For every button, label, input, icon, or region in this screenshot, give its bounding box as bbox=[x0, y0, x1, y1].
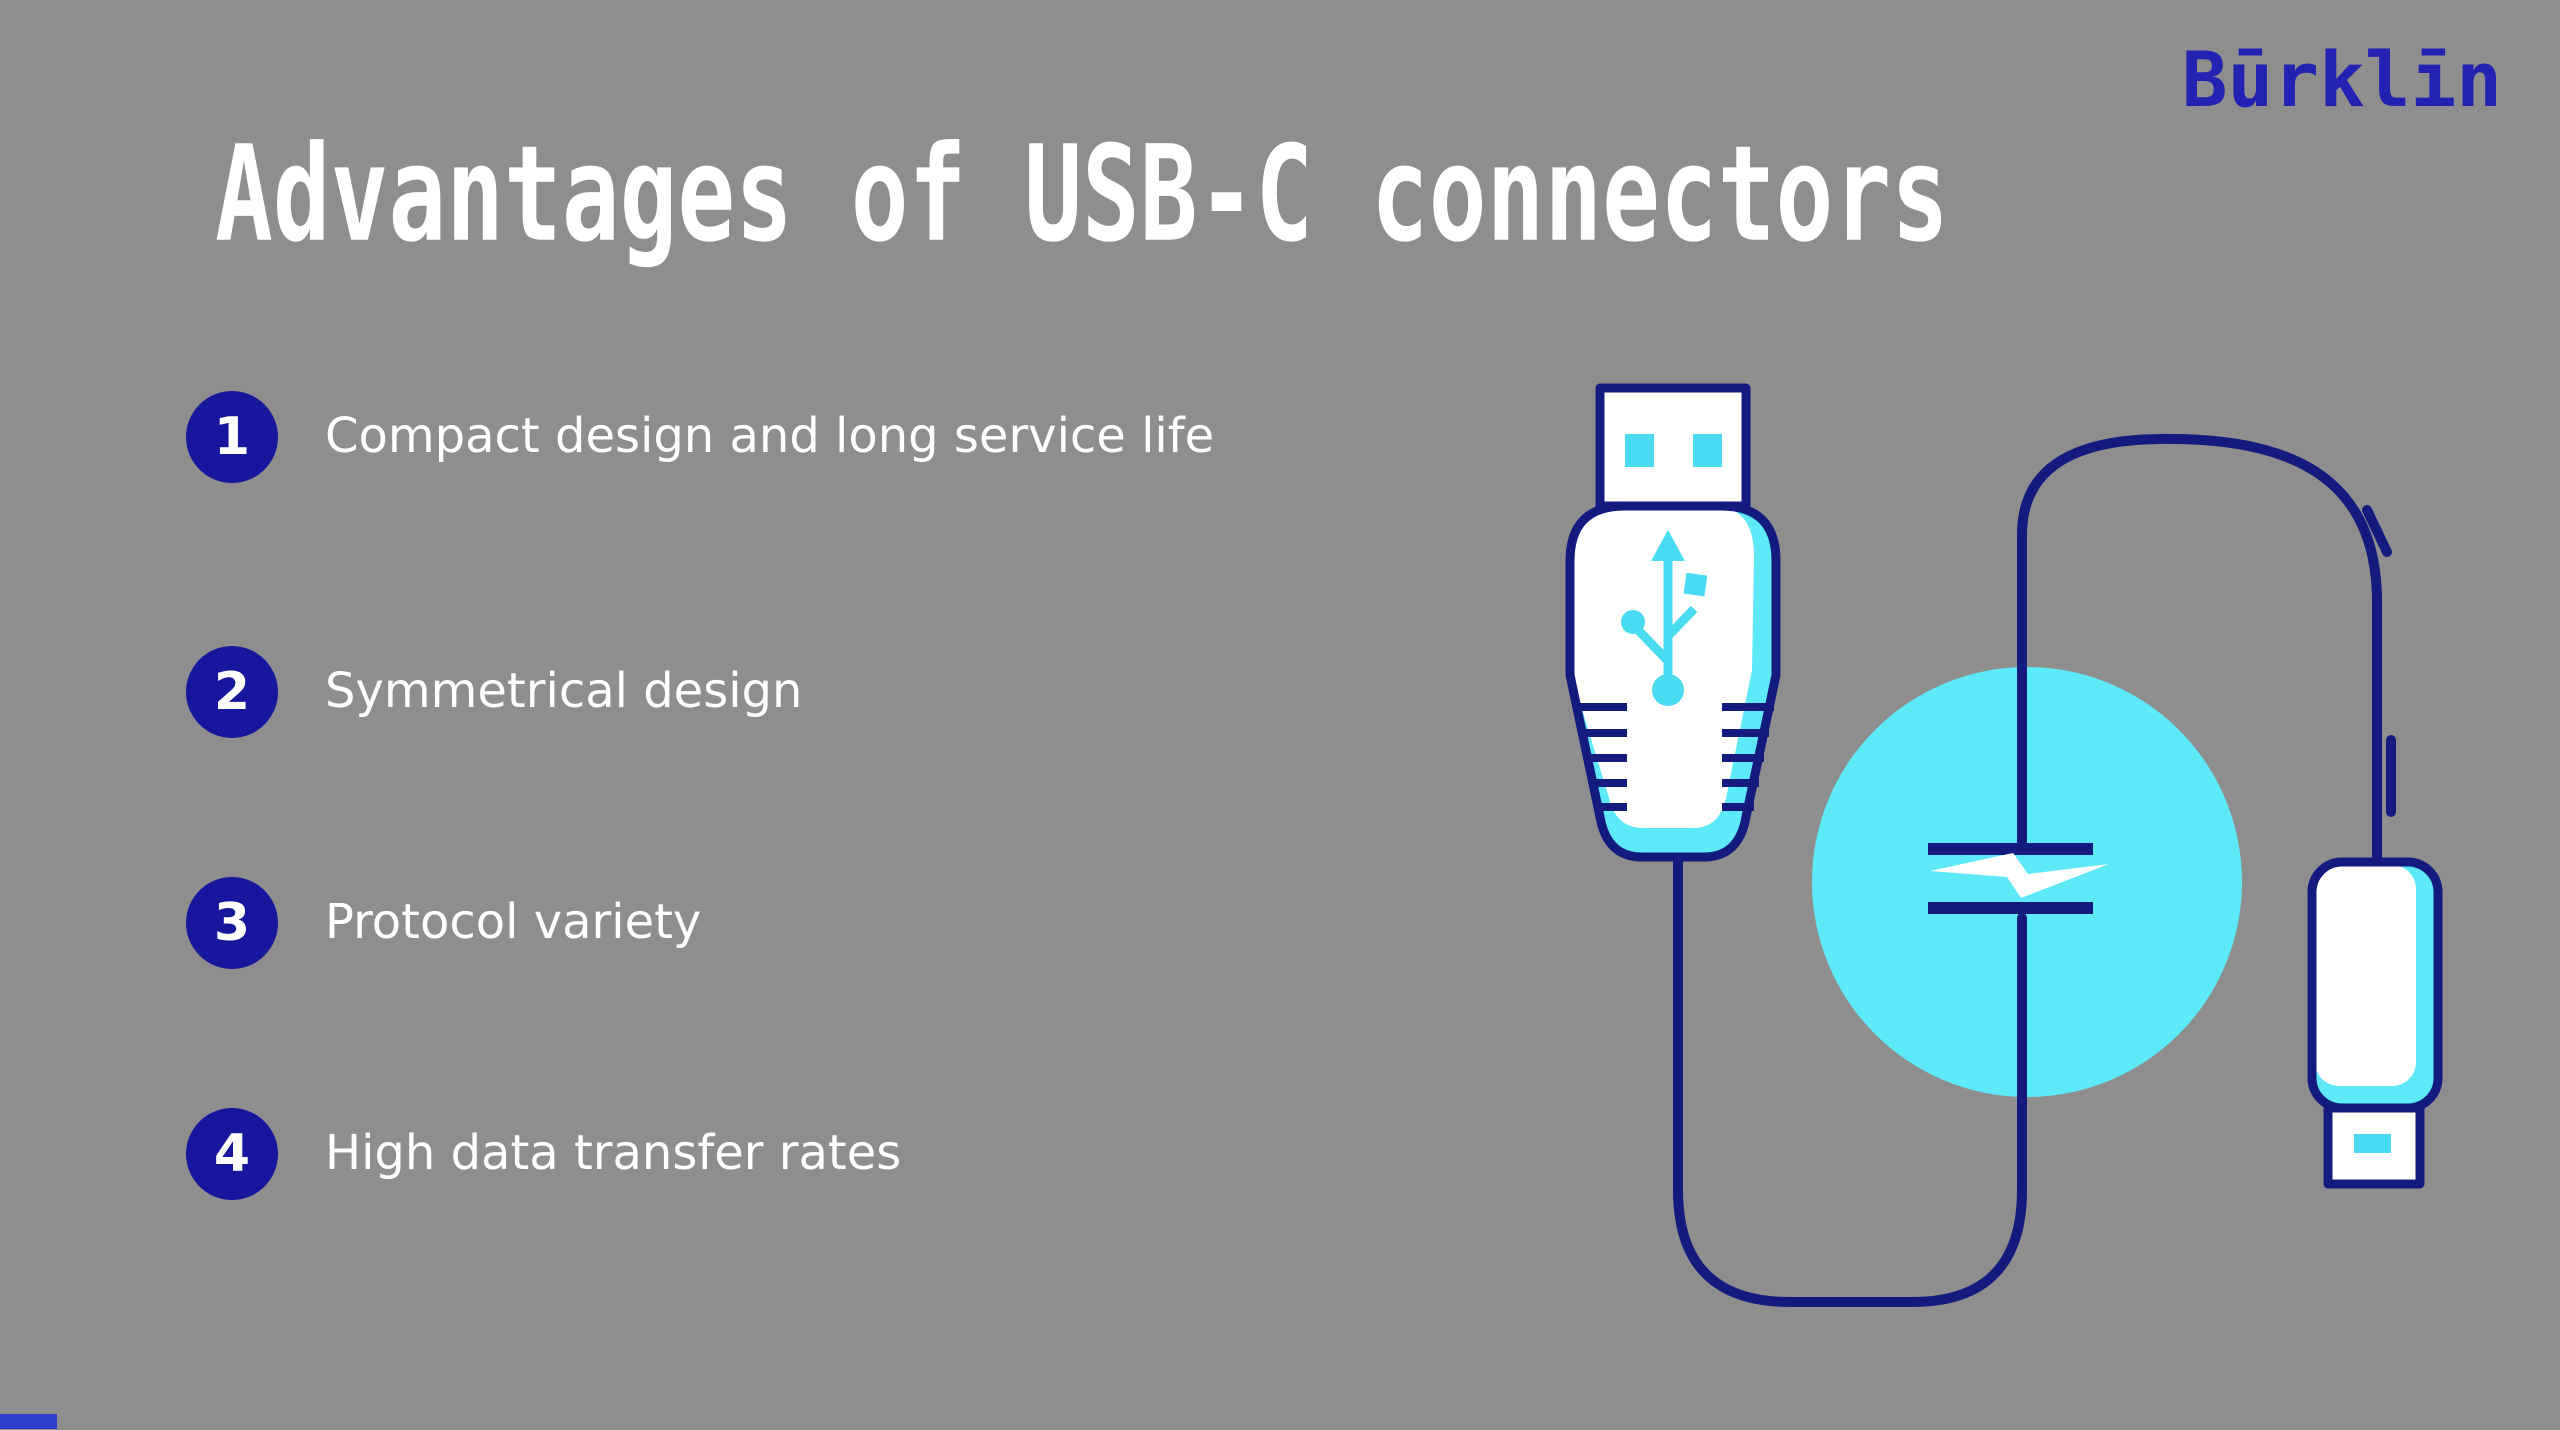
item-number-badge: 3 bbox=[186, 877, 278, 969]
usb-illustration bbox=[1565, 383, 2443, 1307]
usb-c-pin bbox=[2354, 1134, 2391, 1153]
usb-a-body bbox=[1570, 506, 1754, 828]
usb-a-grip-ridges bbox=[1575, 703, 1774, 811]
advantages-list: 1 Compact design and long service life 2… bbox=[186, 391, 1214, 1200]
brand-logo: Būrklīn bbox=[2181, 35, 2502, 124]
cable-dash bbox=[2362, 505, 2392, 557]
cable bbox=[2017, 433, 2382, 868]
list-item: 3 Protocol variety bbox=[186, 877, 701, 969]
page-title: Advantages of USB-C connectors bbox=[215, 116, 1949, 272]
cable bbox=[1673, 852, 2027, 1307]
item-label: Symmetrical design bbox=[325, 663, 803, 720]
usb-a-metal-shell bbox=[1595, 383, 1751, 511]
usb-a-pin bbox=[1693, 434, 1722, 467]
usb-a-pin bbox=[1625, 434, 1654, 467]
usb-c-plug-icon bbox=[2307, 857, 2443, 1189]
item-label: Protocol variety bbox=[325, 894, 702, 951]
usb-a-plug-icon bbox=[1565, 383, 1781, 862]
usb-trident-icon bbox=[1621, 530, 1708, 706]
list-item: 1 Compact design and long service life bbox=[186, 391, 1214, 483]
item-label: High data transfer rates bbox=[325, 1125, 902, 1182]
item-label: Compact design and long service life bbox=[325, 408, 1215, 465]
lightning-bolt-icon bbox=[1930, 853, 2109, 898]
bottom-accent-bar bbox=[0, 1414, 57, 1429]
list-item: 2 Symmetrical design bbox=[186, 646, 802, 738]
usb-c-body bbox=[2315, 865, 2416, 1086]
usb-a-body-outline bbox=[1565, 501, 1781, 862]
item-number-badge: 4 bbox=[186, 1108, 278, 1200]
list-item: 4 High data transfer rates bbox=[186, 1108, 901, 1200]
item-number-badge: 1 bbox=[186, 391, 278, 483]
usb-c-body-outline bbox=[2307, 857, 2443, 1113]
item-number-badge: 2 bbox=[186, 646, 278, 738]
